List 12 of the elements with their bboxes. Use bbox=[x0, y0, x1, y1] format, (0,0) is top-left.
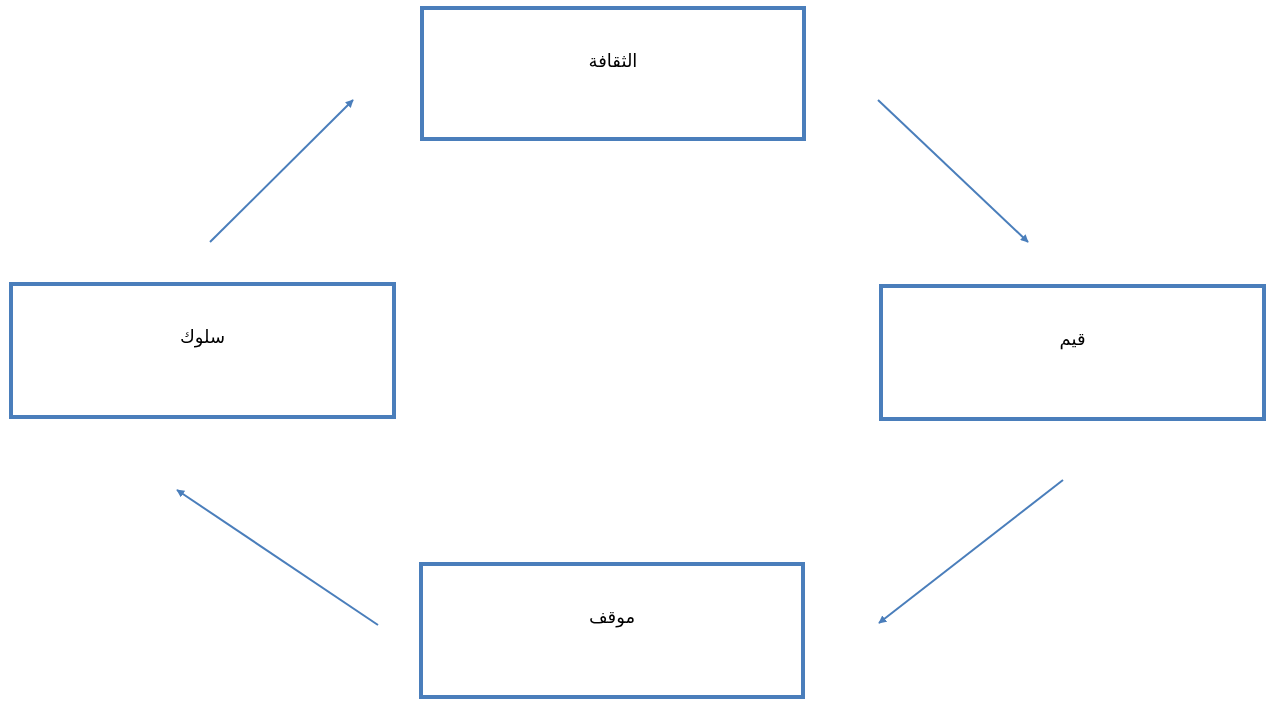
arrow bbox=[209, 99, 354, 243]
process-box bbox=[420, 6, 806, 141]
process-box bbox=[879, 284, 1266, 421]
arrow bbox=[877, 99, 1029, 243]
box-label: موقف bbox=[588, 606, 636, 627]
box-label: الثقافة bbox=[588, 50, 638, 71]
arrow bbox=[878, 479, 1064, 624]
process-box bbox=[419, 562, 805, 699]
arrow bbox=[176, 489, 379, 626]
box-label: سلوك bbox=[179, 326, 226, 347]
box-label: قيم bbox=[1059, 328, 1086, 349]
process-box bbox=[9, 282, 396, 419]
